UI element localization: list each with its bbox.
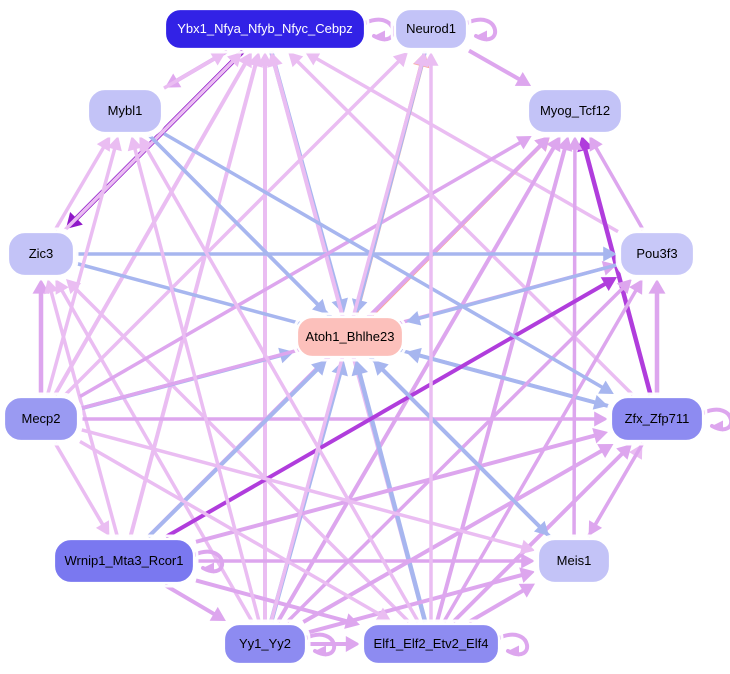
- node-neurod1[interactable]: Neurod1: [390, 4, 472, 54]
- node-ybx1[interactable]: Ybx1_Nfya_Nfyb_Nfyc_Cebpz: [160, 4, 370, 54]
- node-box-mybl1: [86, 87, 164, 135]
- edge-wrnip1-to-pou3f3: [164, 277, 617, 539]
- edge-mecp2-to-elf1: [79, 439, 392, 621]
- node-mybl1[interactable]: Mybl1: [83, 84, 167, 138]
- node-box-elf1: [361, 622, 501, 666]
- node-meis1[interactable]: Meis1: [533, 534, 615, 588]
- edge-mecp2-to-mybl1: [45, 136, 122, 396]
- edge-wrnip1-to-zfx: [195, 427, 608, 544]
- self-loop-neurod1: [465, 17, 498, 42]
- edge-zfx-to-meis1: [588, 442, 645, 536]
- self-loop-yy1: [304, 632, 337, 657]
- node-box-myog: [526, 87, 624, 135]
- node-zfx[interactable]: Zfx_Zfp711: [606, 392, 708, 446]
- edge-elf1-to-mybl1: [139, 136, 420, 623]
- node-wrnip1[interactable]: Wrnip1_Mta3_Rcor1: [49, 534, 199, 588]
- edge-wrnip1-to-yy1: [163, 583, 226, 621]
- node-box-neurod1: [393, 7, 469, 51]
- self-loop-zfx: [701, 407, 730, 432]
- edge-yy1-to-myog: [276, 136, 561, 624]
- edge-yy1-to-ybx1: [257, 52, 273, 622]
- edge-mecp2-to-ybx1: [53, 52, 252, 396]
- edge-mecp2-to-myog: [79, 136, 532, 399]
- edge-mecp2-to-zic3: [32, 279, 50, 395]
- edge-yy1-to-mybl1: [127, 136, 261, 623]
- edge-zfx-to-pou3f3: [648, 279, 666, 395]
- edge-pou3f3-to-ybx1: [305, 52, 619, 234]
- edge-wrnip1-to-meis1: [196, 553, 535, 569]
- edge-mybl1-to-zfx: [163, 132, 614, 394]
- node-yy1[interactable]: Yy1_Yy2: [219, 619, 311, 669]
- node-box-ybx1: [163, 7, 367, 51]
- node-box-yy1: [222, 622, 308, 666]
- edge-yy1-to-zfx: [302, 444, 614, 624]
- edge-wrnip1-to-zic3: [44, 279, 120, 538]
- edge-neurod1-to-myog: [468, 48, 532, 86]
- node-box-mecp2: [2, 395, 80, 443]
- edge-pou3f3-to-atoh1: [406, 262, 619, 326]
- edge-mybl1-to-ybx1: [163, 52, 226, 90]
- edge-elf1-to-neurod1: [423, 52, 439, 622]
- edge-mecp2-to-zfx: [80, 411, 608, 427]
- self-loop-wrnip1: [192, 549, 225, 574]
- edge-elf1-to-zfx: [451, 444, 632, 624]
- edge-elf1-to-pou3f3: [442, 279, 643, 623]
- node-box-wrnip1: [52, 537, 196, 585]
- node-pou3f3[interactable]: Pou3f3: [615, 227, 699, 281]
- node-elf1[interactable]: Elf1_Elf2_Etv2_Elf4: [358, 619, 504, 669]
- edge-zfx-to-atoh1: [406, 347, 610, 409]
- edge-yy1-to-pou3f3: [285, 279, 632, 624]
- edge-pou3f3-to-myog: [589, 136, 645, 231]
- node-box-atoh1: [295, 315, 405, 359]
- edge-mecp2-to-wrnip1: [53, 442, 110, 536]
- node-box-pou3f3: [618, 230, 696, 278]
- edge-elf1-to-meis1: [467, 583, 535, 624]
- self-loop-elf1: [497, 632, 530, 657]
- node-mecp2[interactable]: Mecp2: [0, 392, 83, 446]
- node-zic3[interactable]: Zic3: [3, 227, 79, 281]
- edge-yy1-to-elf1: [308, 636, 360, 652]
- edge-mecp2-to-meis1: [79, 427, 535, 555]
- edge-yy1-to-meis1: [307, 567, 535, 635]
- edge-zic3-to-mybl1: [53, 136, 111, 231]
- node-box-meis1: [536, 537, 612, 585]
- edge-elf1-to-myog: [435, 136, 573, 623]
- edge-mecp2-to-neurod1: [63, 52, 408, 397]
- edge-elf1-to-atoh1: [351, 360, 428, 623]
- edges-layer: [32, 48, 666, 652]
- node-box-zic3: [6, 230, 76, 278]
- node-atoh1[interactable]: Atoh1_Bhlhe23: [292, 312, 408, 362]
- edge-meis1-to-myog: [567, 136, 583, 538]
- node-myog[interactable]: Myog_Tcf12: [523, 84, 627, 138]
- edge-zfx-to-ybx1: [288, 52, 635, 397]
- node-box-zfx: [609, 395, 705, 443]
